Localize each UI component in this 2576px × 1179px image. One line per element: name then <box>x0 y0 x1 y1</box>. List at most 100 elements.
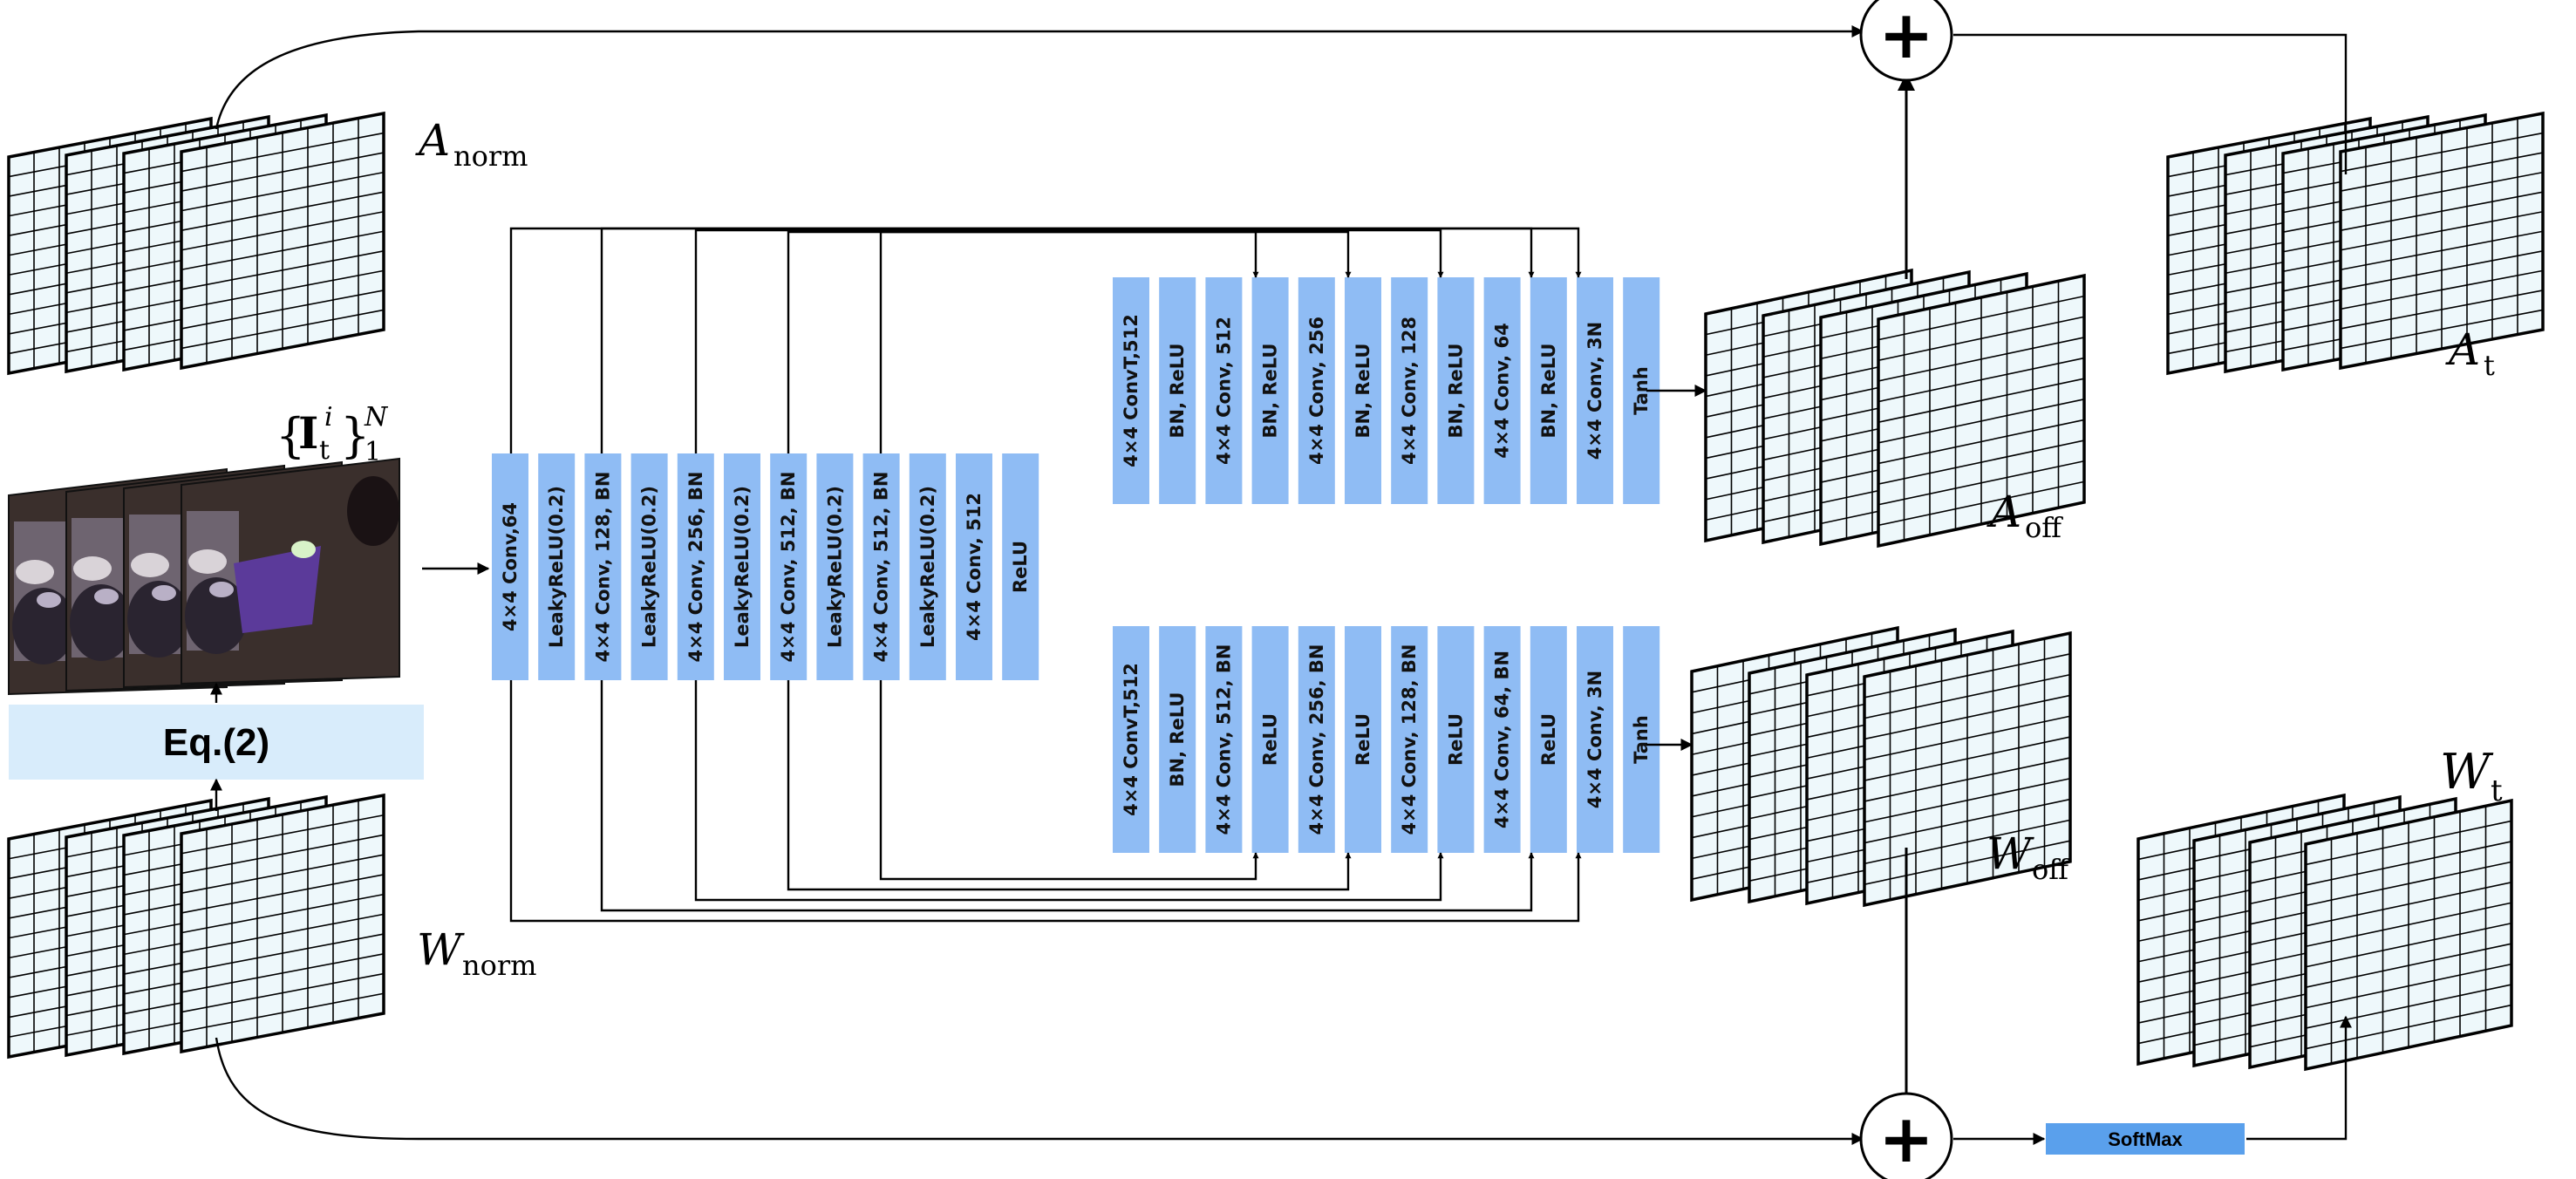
skip-connection <box>694 228 1444 902</box>
label-w-off-sub: off <box>2032 853 2070 886</box>
layer-block: 4×4 Conv, 128, BN <box>1391 626 1428 853</box>
input-frames-stack <box>8 457 400 696</box>
layer-label: BN, ReLU <box>1167 692 1188 787</box>
plus-node-bottom: + <box>1859 1092 1953 1179</box>
layer-block: BN, ReLU <box>1159 277 1196 504</box>
layer-block: 4×4 Conv, 512, BN <box>862 453 900 680</box>
layer-label: 4×4 Conv, 64, BN <box>1492 651 1513 828</box>
plus-node-top: + <box>1859 0 1953 82</box>
w-norm-feature-stack <box>7 793 385 1060</box>
layer-block: 4×4 Conv, 256 <box>1298 277 1335 504</box>
frames-upper: N <box>364 402 389 433</box>
decoder-a-column: 4×4 ConvT,512 BN, ReLU 4×4 Conv, 512 BN, Re… <box>1113 277 1660 504</box>
frames-sub: t <box>319 435 330 466</box>
grid-panel <box>2304 798 2513 1072</box>
eq-label: Eq.(2) <box>163 721 269 764</box>
a-t-feature-stack <box>2166 111 2545 376</box>
label-a-t-sub: t <box>2484 349 2495 382</box>
layer-label: 4×4 Conv, 256, BN <box>685 472 706 663</box>
layer-block: LeakyReLU(0.2) <box>816 453 854 680</box>
eq-box <box>9 705 424 780</box>
grid-panel <box>1877 273 2086 549</box>
layer-block: LeakyReLU(0.2) <box>909 453 946 680</box>
grid-panel <box>1863 630 2072 908</box>
layer-label: BN, ReLU <box>1167 344 1188 439</box>
layer-label: ReLU <box>1260 713 1281 766</box>
layer-label: 4×4 Conv, 256 <box>1306 317 1327 465</box>
layer-block: 4×4 Conv, 64, BN <box>1483 626 1521 853</box>
label-a-norm-sub: norm <box>453 140 528 173</box>
layer-label: ReLU <box>1445 713 1466 766</box>
layer-block: 4×4 Conv, 3N <box>1577 277 1613 504</box>
layer-label: LeakyReLU(0.2) <box>639 486 660 648</box>
label-a-norm: A norm <box>415 115 528 173</box>
layer-block: ReLU <box>1530 626 1567 853</box>
grid-panel <box>180 111 385 371</box>
frames-open-brace: { <box>276 408 305 463</box>
layer-block: LeakyReLU(0.2) <box>538 453 576 680</box>
softmax-box <box>2046 1123 2245 1155</box>
frames-lower: 1 <box>365 437 381 467</box>
layer-block: 4×4 Conv, 512 <box>956 453 992 680</box>
label-a-t-symbol: A <box>2445 324 2480 375</box>
layer-label: 4×4 Conv, 512 <box>1213 317 1234 465</box>
w-t-feature-stack <box>2136 793 2513 1072</box>
label-a-t: A t <box>2445 324 2495 382</box>
plus-sign-top: + <box>1878 0 1934 73</box>
layer-label: 4×4 Conv, 512, BN <box>1213 644 1234 835</box>
softmax-label: SoftMax <box>2108 1128 2183 1150</box>
layer-label: 4×4 Conv, 64 <box>1492 323 1513 458</box>
label-a-norm-symbol: A <box>415 115 450 166</box>
label-w-t-symbol: W <box>2440 744 2494 801</box>
layer-label: LeakyReLU(0.2) <box>732 486 753 648</box>
label-w-off-symbol: W <box>1987 828 2034 879</box>
layer-block: ReLU <box>1002 453 1039 680</box>
label-a-off-symbol: A <box>1987 487 2021 537</box>
label-w-norm-symbol: W <box>417 924 465 975</box>
layer-block: 4×4 Conv, 128 <box>1391 277 1428 504</box>
layer-label: 4×4 ConvT,512 <box>1121 314 1141 467</box>
label-w-norm-sub: norm <box>462 949 537 982</box>
label-a-off-sub: off <box>2025 511 2063 544</box>
grid-panel <box>180 793 385 1054</box>
layer-block: 4×4 Conv, 512 <box>1205 277 1243 504</box>
layer-block: 4×4 Conv, 512, BN <box>1205 626 1243 853</box>
layer-block: 4×4 Conv, 128, BN <box>584 453 622 680</box>
label-a-off: A off <box>1987 487 2063 544</box>
layer-block: BN, ReLU <box>1437 277 1475 504</box>
label-w-t: W t <box>2440 744 2503 808</box>
layer-block: 4×4 Conv, 256, BN <box>1298 626 1335 853</box>
layer-label: LeakyReLU(0.2) <box>824 486 845 648</box>
layer-block: BN, ReLU <box>1530 277 1567 504</box>
layer-label: 4×4 Conv, 3N <box>1584 322 1605 460</box>
label-input-frames: { I t i } 1 N <box>276 402 389 467</box>
label-w-t-sub: t <box>2491 774 2503 808</box>
main-wiring <box>210 25 2352 1145</box>
layer-label: 4×4 Conv, 3N <box>1584 671 1605 808</box>
layer-block: 4×4 Conv, 512, BN <box>770 453 808 680</box>
skip-connections <box>509 227 1582 923</box>
layer-label: 4×4 Conv, 512 <box>964 493 985 641</box>
layer-block: ReLU <box>1345 626 1381 853</box>
layer-label: 4×4 Conv, 128, BN <box>1399 644 1420 835</box>
layer-block: ReLU <box>1437 626 1475 853</box>
layer-block: LeakyReLU(0.2) <box>724 453 760 680</box>
layer-block: 4×4 Conv, 256, BN <box>677 453 714 680</box>
frames-base: I <box>298 407 318 459</box>
layer-label: 4×4 Conv,64 <box>500 502 521 631</box>
layer-label: 4×4 Conv, 128, BN <box>592 472 613 663</box>
layer-label: LeakyReLU(0.2) <box>546 486 567 648</box>
grid-panel <box>2339 111 2545 371</box>
w-off-feature-stack <box>1690 625 2072 908</box>
layer-label: 4×4 Conv, 512, BN <box>778 472 799 663</box>
layer-block: ReLU <box>1251 626 1289 853</box>
label-w-off: W off <box>1987 828 2070 886</box>
figure-shape <box>234 546 321 633</box>
layer-block: BN, ReLU <box>1251 277 1289 504</box>
plus-sign-bottom: + <box>1878 1100 1934 1177</box>
layer-label: 4×4 Conv, 512, BN <box>871 472 892 663</box>
layer-label: LeakyReLU(0.2) <box>917 486 938 648</box>
a-norm-feature-stack <box>7 111 385 376</box>
